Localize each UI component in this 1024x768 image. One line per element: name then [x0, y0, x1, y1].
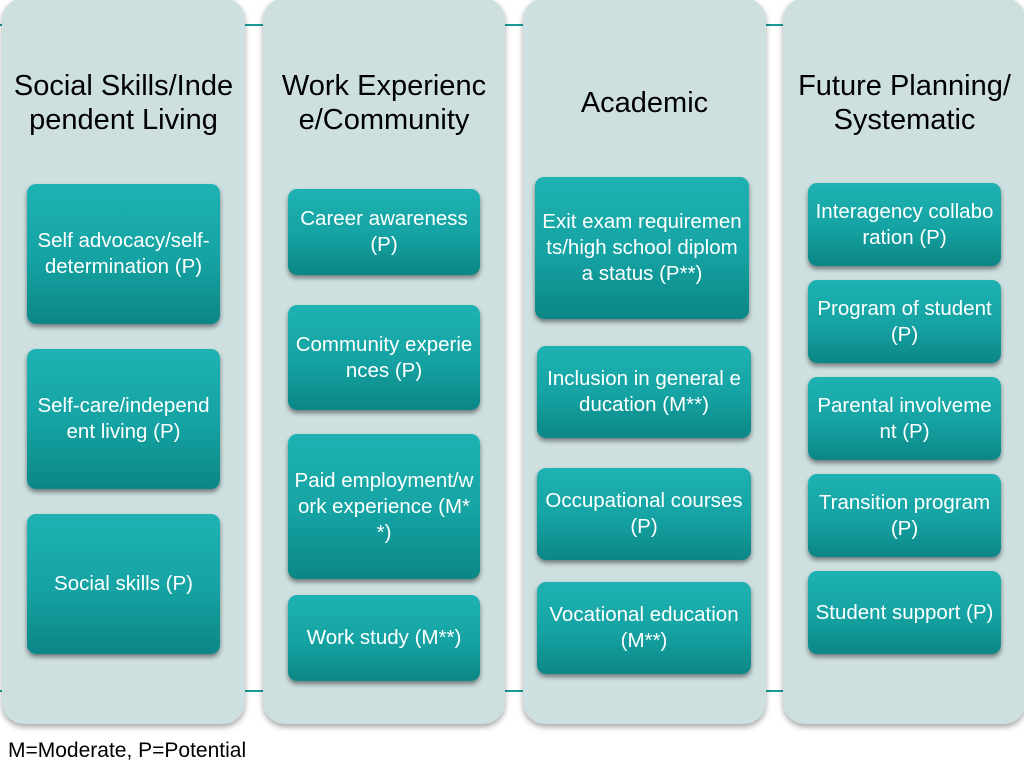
column-social-skills: Social Skills/Independent Living Self ad… [2, 0, 245, 724]
item-interagency-collaboration: Interagency collaboration (P) [808, 183, 1001, 266]
item-exit-exam: Exit exam requirements/high school diplo… [535, 177, 749, 319]
item-self-advocacy: Self advocacy/self-determination (P) [27, 184, 220, 324]
item-label: Transition program (P) [818, 490, 991, 540]
item-label: Program of student (P) [817, 296, 992, 346]
column-title: Future Planning/Systematic [798, 70, 1011, 136]
item-paid-employment: Paid employment/work experience (M**) [288, 434, 480, 579]
item-community-experiences: Community experiences (P) [288, 305, 480, 410]
column-title: Work Experience/Community [281, 70, 487, 136]
column-title: Social Skills/Independent Living [13, 70, 234, 136]
item-label: Self-care/independent living (P) [37, 394, 210, 443]
item-career-awareness: Career awareness (P) [288, 189, 480, 275]
item-student-support: Student support (P) [808, 571, 1001, 654]
item-label: Self advocacy/self-determination (P) [37, 229, 210, 278]
column-future-planning: Future Planning/Systematic Interagency c… [783, 0, 1024, 724]
column-work-experience: Work Experience/Community Career awarene… [263, 0, 505, 724]
item-label: Career awareness (P) [300, 207, 468, 256]
item-parental-involvement: Parental involvement (P) [808, 377, 1001, 460]
item-program-of-student: Program of student (P) [808, 280, 1001, 363]
item-transition-program: Transition program (P) [808, 474, 1001, 557]
legend-footnote: M=Moderate, P=Potential [8, 739, 247, 762]
item-label: Student support (P) [815, 600, 994, 624]
item-label: Inclusion in general education (M**) [547, 367, 741, 416]
item-label: Occupational courses (P) [545, 489, 743, 538]
item-label: Vocational education (M**) [549, 603, 739, 652]
item-label: Exit exam requirements/high school diplo… [542, 210, 742, 285]
item-label: Paid employment/work experience (M**) [294, 468, 474, 544]
item-label: Community experiences (P) [295, 332, 473, 382]
column-title: Academic [580, 87, 709, 119]
top-connector-line [0, 24, 1024, 26]
item-label: Interagency collaboration (P) [815, 199, 994, 249]
item-label: Social skills (P) [54, 572, 193, 595]
item-social-skills: Social skills (P) [27, 514, 220, 654]
item-label: Parental involvement (P) [817, 393, 992, 443]
item-vocational-education: Vocational education (M**) [537, 582, 751, 674]
item-label: Work study (M**) [306, 626, 462, 649]
bottom-connector-line [0, 690, 1024, 692]
item-occupational-courses: Occupational courses (P) [537, 468, 751, 560]
item-work-study: Work study (M**) [288, 595, 480, 681]
column-academic: Academic Exit exam requirements/high sch… [523, 0, 766, 724]
item-self-care: Self-care/independent living (P) [27, 349, 220, 489]
item-inclusion: Inclusion in general education (M**) [537, 346, 751, 438]
